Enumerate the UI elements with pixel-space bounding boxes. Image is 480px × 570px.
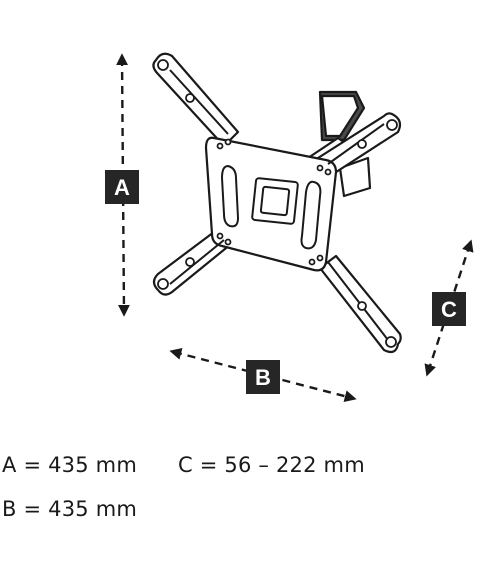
dimension-b: B xyxy=(169,347,357,403)
badge-a-text: A xyxy=(114,175,130,200)
badge-c-text: C xyxy=(441,297,457,322)
center-plate xyxy=(204,136,338,272)
slot-left xyxy=(220,164,240,228)
plate-holes xyxy=(157,59,398,348)
slot-right xyxy=(300,180,322,250)
wall-mount-diagram: A B C xyxy=(105,52,474,403)
dimension-a: A xyxy=(105,53,139,317)
dimension-b-value: B = 435 mm xyxy=(2,497,138,521)
badge-b xyxy=(246,360,280,394)
dimension-c-value: C = 56 – 222 mm xyxy=(178,453,365,477)
badge-a xyxy=(105,170,139,204)
center-window xyxy=(251,177,299,225)
dimension-c: C xyxy=(424,239,474,377)
badge-b-text: B xyxy=(255,365,271,390)
dimension-a-value: A = 435 mm xyxy=(2,453,137,477)
badge-c xyxy=(432,292,466,326)
